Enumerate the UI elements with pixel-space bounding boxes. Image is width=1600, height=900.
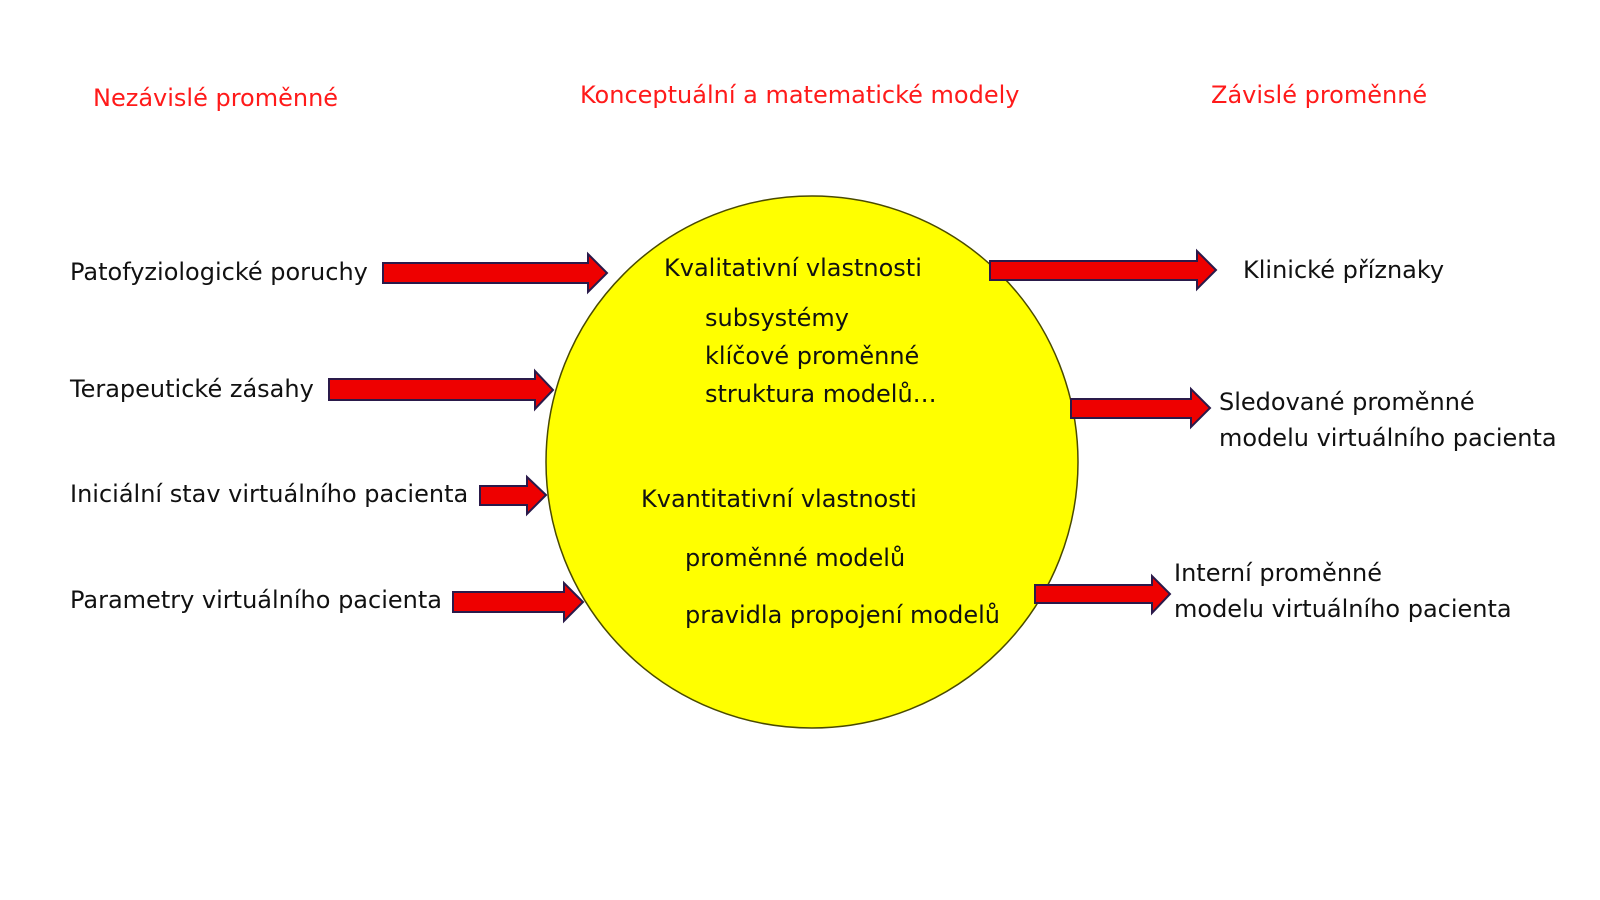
input-label-pathophysiology: Patofyziologické poruchy: [70, 258, 368, 286]
arrow-input-pathophysiology: [382, 251, 609, 295]
output-label-monitored-line: Sledované proměnné: [1219, 388, 1475, 416]
qualitative-item: struktura modelů…: [705, 380, 937, 408]
output-label-internal-line: modelu virtuálního pacienta: [1174, 595, 1512, 623]
heading-independent-variables: Nezávislé proměnné: [93, 84, 339, 112]
quantitative-title: Kvantitativní vlastnosti: [641, 485, 917, 513]
quantitative-item: proměnné modelů: [685, 544, 906, 572]
arrow-output-clinical: [989, 248, 1218, 292]
arrow-output-internal: [1034, 573, 1172, 616]
model-circle: [545, 195, 1079, 729]
output-label-monitored: Sledované proměnné modelu virtuálního pa…: [1219, 384, 1557, 456]
quantitative-item: pravidla propojení modelů: [685, 601, 1000, 629]
qualitative-item: subsystémy: [705, 304, 849, 332]
arrow-input-parameters: [452, 580, 585, 624]
output-label-internal: Interní proměnné modelu virtuálního paci…: [1174, 555, 1512, 627]
arrow-input-initial-state: [479, 474, 548, 517]
input-label-parameters: Parametry virtuálního pacienta: [70, 586, 442, 614]
output-label-clinical: Klinické příznaky: [1243, 256, 1445, 284]
arrow-output-monitored: [1070, 386, 1212, 430]
heading-models: Konceptuální a matematické modely: [580, 81, 1020, 109]
output-label-internal-line: Interní proměnné: [1174, 559, 1383, 587]
input-label-initial-state: Iniciální stav virtuálního pacienta: [70, 480, 469, 508]
qualitative-item: klíčové proměnné: [705, 342, 920, 370]
qualitative-title: Kvalitativní vlastnosti: [664, 254, 922, 282]
input-label-therapy: Terapeutické zásahy: [70, 375, 314, 403]
output-label-monitored-line: modelu virtuálního pacienta: [1219, 424, 1557, 452]
arrow-input-therapy: [328, 368, 555, 412]
heading-dependent-variables: Závislé proměnné: [1211, 81, 1428, 109]
